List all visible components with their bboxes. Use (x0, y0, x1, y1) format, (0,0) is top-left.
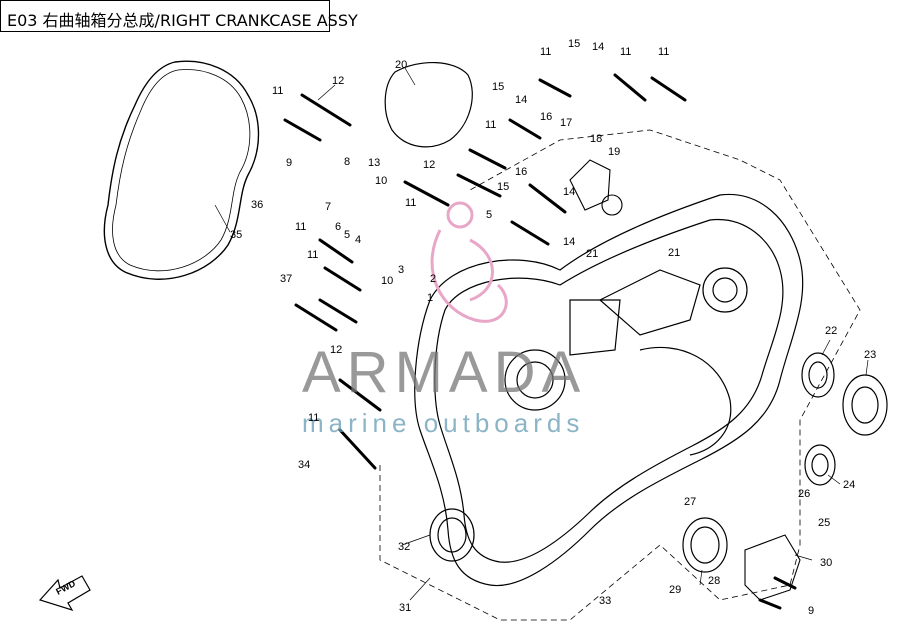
callout-label: 25 (818, 517, 830, 529)
callout-label: 31 (399, 602, 411, 614)
watermark-tagline: marine outboards (302, 408, 584, 438)
callout-label: 14 (515, 94, 527, 106)
callout-label: 11 (485, 119, 496, 131)
callout-label: 11 (272, 85, 283, 97)
callout-label: 16 (515, 166, 527, 178)
callout-label: 36 (251, 199, 263, 211)
page-title: E03 右曲轴箱分总成/RIGHT CRANKCASE ASSY (7, 11, 358, 30)
callout-label: 26 (798, 488, 810, 500)
watermark-brand: ARMADA (302, 340, 586, 405)
callout-label: 10 (375, 175, 387, 187)
callout-label: 27 (684, 496, 696, 508)
callout-label: 2 (430, 273, 436, 285)
callout-label: 19 (608, 146, 620, 158)
callout-label: 15 (497, 181, 509, 193)
callout-label: 30 (820, 557, 832, 569)
bushing-28 (682, 517, 728, 573)
crankcase-gasket (103, 60, 260, 280)
callout-label: 37 (280, 273, 292, 285)
callout-label: 10 (381, 275, 393, 287)
callout-label: 28 (708, 575, 720, 587)
pump-18 (569, 159, 611, 211)
callout-label: 21 (668, 247, 680, 259)
callout-label: 15 (568, 38, 580, 50)
callout-label: 11 (620, 46, 631, 58)
cover-gasket (384, 62, 473, 148)
callout-label: 34 (298, 459, 310, 471)
callout-label: 9 (808, 605, 814, 617)
leader-lines (214, 67, 869, 601)
crankcase-body (414, 193, 804, 587)
bolts (283, 73, 797, 610)
watermark-logo (430, 201, 508, 323)
callout-label: 29 (669, 584, 681, 596)
callout-label: 7 (325, 201, 331, 213)
callout-label: 5 (486, 209, 492, 221)
callout-label: 17 (560, 117, 572, 129)
callout-label: 4 (355, 234, 361, 246)
callout-label: 9 (286, 157, 292, 169)
bearing-24 (804, 444, 836, 486)
title-box: E03 右曲轴箱分总成/RIGHT CRANKCASE ASSY (0, 0, 358, 32)
o-ring-19 (601, 194, 623, 216)
callout-label: 23 (864, 349, 876, 361)
callout-label: 14 (592, 41, 604, 53)
callout-label: 18 (590, 133, 602, 145)
callout-label: 6 (335, 221, 341, 233)
bearing-22 (801, 352, 835, 398)
callout-label: 12 (423, 159, 435, 171)
callout-label: 16 (540, 111, 552, 123)
callout-label: 11 (295, 221, 306, 233)
bearing-23 (842, 374, 888, 436)
callout-label: 35 (230, 229, 242, 241)
callout-label: 13 (368, 157, 380, 169)
callout-label: 5 (344, 229, 350, 241)
bracket-30 (744, 534, 801, 601)
callout-label: 22 (825, 325, 837, 337)
callout-label: 14 (563, 186, 575, 198)
fwd-arrow-icon: FWD (38, 575, 91, 612)
callout-label: 11 (307, 249, 318, 261)
callout-label: 12 (332, 75, 344, 87)
callout-label: 11 (405, 197, 416, 209)
callout-label: 8 (344, 156, 350, 168)
callout-label: 15 (492, 81, 504, 93)
callout-label: 1 (427, 292, 433, 304)
crankcase-gasket-inner (112, 69, 251, 272)
callout-label: 11 (308, 412, 319, 424)
callout-label: 11 (658, 46, 669, 58)
callout-label: 33 (599, 595, 611, 607)
callout-label: 11 (540, 46, 551, 58)
callout-label: 3 (398, 264, 404, 276)
callout-label: 20 (395, 59, 407, 71)
callout-label: 21 (586, 248, 598, 260)
callout-label: 24 (843, 479, 855, 491)
callout-label: 12 (330, 344, 342, 356)
assembly-outline-dashed (379, 129, 861, 621)
callout-label: 32 (398, 541, 410, 553)
callout-label: 14 (563, 236, 575, 248)
